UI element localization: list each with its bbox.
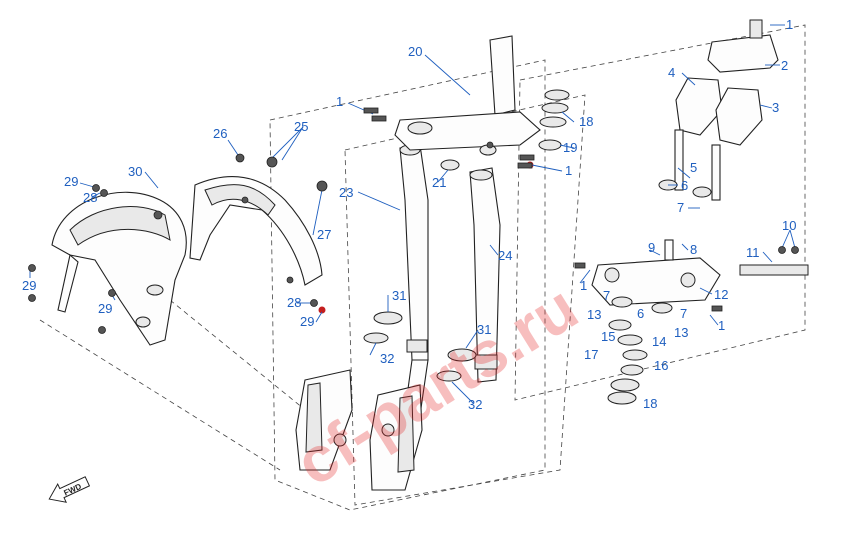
callout-6-lower: 6 bbox=[637, 306, 644, 321]
callout-21: 21 bbox=[432, 175, 446, 190]
callout-7-upper: 7 bbox=[677, 200, 684, 215]
callout-8: 8 bbox=[690, 242, 697, 257]
callout-1-top: 1 bbox=[786, 17, 793, 32]
lower-triple-clamp bbox=[591, 257, 809, 306]
callout-1-bracket-left: 1 bbox=[580, 278, 587, 293]
callout-18-lower: 18 bbox=[643, 396, 657, 411]
callout-9: 9 bbox=[648, 240, 655, 255]
seal-set-right bbox=[436, 348, 477, 382]
callout-19: 19 bbox=[563, 140, 577, 155]
callout-29-left: 29 bbox=[22, 278, 36, 293]
callout-29-top: 29 bbox=[64, 174, 78, 189]
callout-17: 17 bbox=[584, 347, 598, 362]
callout-7-lower-left: 7 bbox=[603, 288, 610, 303]
callout-24: 24 bbox=[498, 248, 512, 263]
callout-31-left: 31 bbox=[392, 288, 406, 303]
callout-12: 12 bbox=[714, 287, 728, 302]
callout-13-right: 13 bbox=[674, 325, 688, 340]
callout-28-mid: 28 bbox=[287, 295, 301, 310]
right-fork-slider bbox=[369, 384, 423, 491]
seal-set-left bbox=[363, 311, 403, 344]
callout-32-left: 32 bbox=[380, 351, 394, 366]
fwd-label: FWD bbox=[62, 482, 83, 498]
callout-28-top: 28 bbox=[83, 190, 97, 205]
callout-4: 4 bbox=[668, 65, 675, 80]
callout-7-lower-right: 7 bbox=[680, 306, 687, 321]
callout-32-right: 32 bbox=[468, 397, 482, 412]
callout-5: 5 bbox=[690, 160, 697, 175]
callout-2: 2 bbox=[781, 58, 788, 73]
callout-16: 16 bbox=[654, 358, 668, 373]
callout-29-mid: 29 bbox=[300, 314, 314, 329]
left-fork-slider bbox=[295, 369, 353, 471]
callout-1-right-mid: 1 bbox=[565, 163, 572, 178]
callout-30: 30 bbox=[128, 164, 142, 179]
callout-20: 20 bbox=[408, 44, 422, 59]
front-fender bbox=[51, 191, 187, 346]
callout-23: 23 bbox=[339, 185, 353, 200]
callout-15: 15 bbox=[601, 329, 615, 344]
callout-10: 10 bbox=[782, 218, 796, 233]
handlebar-riser-right bbox=[715, 87, 763, 146]
upper-bearing-stack bbox=[440, 89, 570, 171]
callout-13-left: 13 bbox=[587, 307, 601, 322]
callout-27: 27 bbox=[317, 227, 331, 242]
callout-18-upper: 18 bbox=[579, 114, 593, 129]
right-fork-tube bbox=[469, 167, 501, 383]
callout-labels: 1 2 3 4 5 6 7 8 9 10 11 12 1 1 7 6 7 13 … bbox=[22, 17, 796, 412]
callout-31-right: 31 bbox=[477, 322, 491, 337]
handlebar-riser-left bbox=[675, 77, 723, 136]
fasteners bbox=[28, 107, 799, 334]
callout-14: 14 bbox=[652, 334, 666, 349]
callout-25: 25 bbox=[294, 119, 308, 134]
lower-washer-stack bbox=[607, 239, 674, 405]
handlebar-clamp-upper bbox=[707, 19, 779, 73]
direction-badge: FWD bbox=[48, 476, 91, 503]
callout-26: 26 bbox=[213, 126, 227, 141]
leader-lines bbox=[29, 24, 796, 404]
callout-29-bottom: 29 bbox=[98, 301, 112, 316]
callout-1-left-top: 1 bbox=[336, 94, 343, 109]
callout-6-upper: 6 bbox=[681, 178, 688, 193]
upper-triple-clamp bbox=[394, 35, 541, 156]
assembly-box-steering bbox=[514, 24, 806, 401]
callout-1-bracket-right: 1 bbox=[718, 318, 725, 333]
callout-3: 3 bbox=[772, 100, 779, 115]
inner-fender bbox=[189, 176, 323, 286]
callout-11: 11 bbox=[746, 245, 760, 260]
